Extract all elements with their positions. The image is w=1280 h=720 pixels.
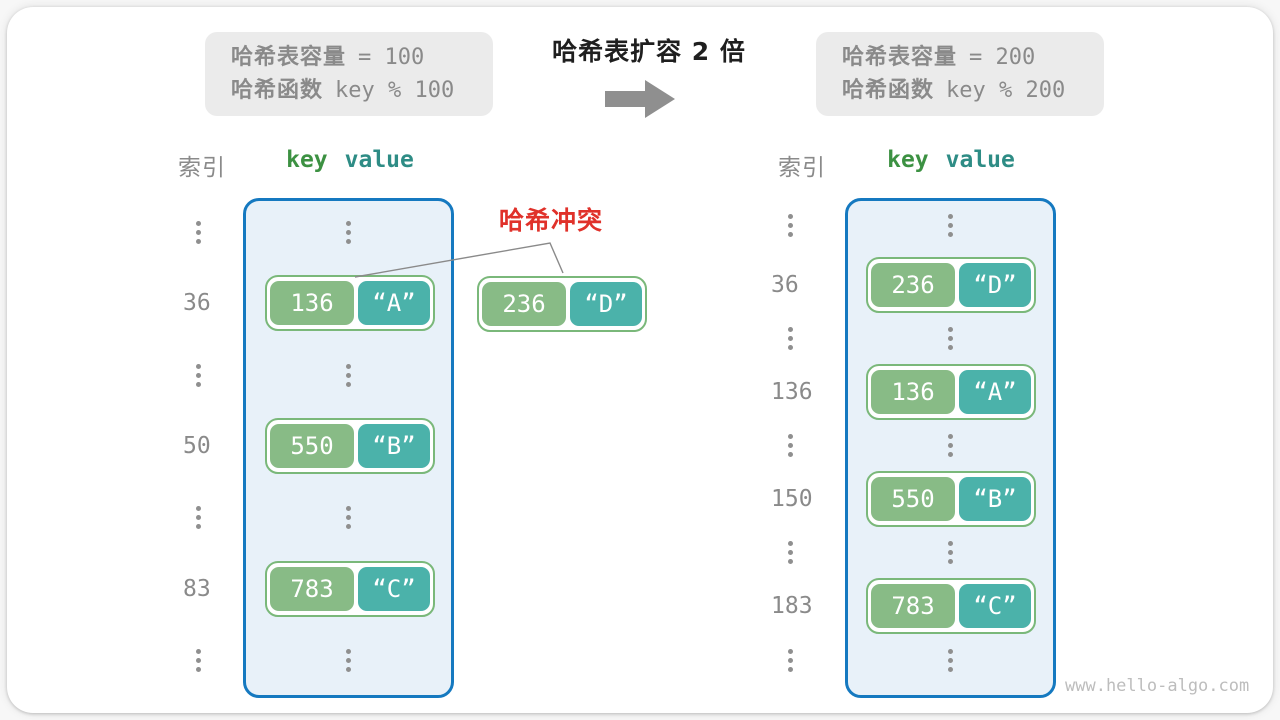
key-header: key [286, 147, 328, 173]
ellipsis-dots [948, 214, 953, 237]
pair-key: 236 [482, 282, 566, 326]
value-header: value [945, 147, 1015, 173]
value-header: value [344, 147, 414, 173]
hash-function-line: 哈希函数 key % 100 [231, 78, 493, 104]
ellipsis-dots [788, 649, 793, 672]
bucket-pair: 236 “D” [866, 257, 1036, 313]
hash-function-value: key % 100 [335, 77, 455, 103]
ellipsis-dots [346, 364, 351, 387]
bucket-pair: 550 “B” [265, 418, 435, 474]
ellipsis-dots [346, 506, 351, 529]
hash-function-label: 哈希函数 [842, 77, 935, 103]
capacity-value: = 100 [358, 44, 425, 70]
pair-value: “B” [358, 424, 430, 468]
index-label: 136 [771, 379, 813, 405]
ellipsis-dots [788, 214, 793, 237]
pair-key: 783 [270, 567, 354, 611]
ellipsis-dots [948, 327, 953, 350]
hash-conflict-label: 哈希冲突 [498, 206, 603, 235]
ellipsis-dots [788, 327, 793, 350]
capacity-value: = 200 [969, 44, 1036, 70]
right-index-header: 索引 [778, 155, 826, 181]
capacity-line: 哈希表容量 = 100 [231, 45, 493, 71]
pair-value: “D” [570, 282, 642, 326]
index-label: 36 [771, 272, 799, 298]
left-index-header: 索引 [178, 155, 226, 181]
ellipsis-dots [196, 364, 201, 387]
right-arrow-icon [605, 78, 677, 124]
ellipsis-dots [196, 506, 201, 529]
hash-function-value: key % 200 [946, 77, 1066, 103]
bucket-pair: 136 “A” [866, 364, 1036, 420]
ellipsis-dots [948, 541, 953, 564]
capacity-line: 哈希表容量 = 200 [842, 45, 1104, 71]
capacity-label: 哈希表容量 [842, 44, 958, 70]
diagram-card [7, 7, 1273, 713]
ellipsis-dots [196, 649, 201, 672]
ellipsis-dots [788, 434, 793, 457]
ellipsis-dots [346, 649, 351, 672]
pair-key: 136 [270, 281, 354, 325]
pair-value: “B” [959, 477, 1031, 521]
index-label: 83 [183, 576, 211, 602]
pair-value: “C” [358, 567, 430, 611]
ellipsis-dots [948, 649, 953, 672]
bucket-pair: 136 “A” [265, 275, 435, 331]
left-kv-header: key value [265, 147, 435, 173]
index-label: 36 [183, 290, 211, 316]
conflict-pair: 236 “D” [477, 276, 647, 332]
pair-key: 550 [871, 477, 955, 521]
capacity-box-before: 哈希表容量 = 100 哈希函数 key % 100 [205, 32, 493, 116]
ellipsis-dots [346, 221, 351, 244]
pair-key: 136 [871, 370, 955, 414]
pair-value: “A” [358, 281, 430, 325]
ellipsis-dots [948, 434, 953, 457]
hash-function-label: 哈希函数 [231, 77, 324, 103]
bucket-pair: 783 “C” [866, 578, 1036, 634]
pair-value: “A” [959, 370, 1031, 414]
capacity-label: 哈希表容量 [231, 44, 347, 70]
pair-value: “D” [959, 263, 1031, 307]
expand-title: 哈希表扩容 2 倍 [552, 37, 746, 66]
index-label: 50 [183, 433, 211, 459]
bucket-pair: 783 “C” [265, 561, 435, 617]
bucket-pair: 550 “B” [866, 471, 1036, 527]
pair-key: 550 [270, 424, 354, 468]
key-header: key [887, 147, 929, 173]
hash-function-line: 哈希函数 key % 200 [842, 78, 1104, 104]
watermark: www.hello-algo.com [1065, 676, 1250, 696]
capacity-box-after: 哈希表容量 = 200 哈希函数 key % 200 [816, 32, 1104, 116]
right-kv-header: key value [866, 147, 1036, 173]
index-label: 150 [771, 486, 813, 512]
pair-key: 783 [871, 584, 955, 628]
index-label: 183 [771, 593, 813, 619]
ellipsis-dots [788, 541, 793, 564]
pair-key: 236 [871, 263, 955, 307]
ellipsis-dots [196, 221, 201, 244]
pair-value: “C” [959, 584, 1031, 628]
